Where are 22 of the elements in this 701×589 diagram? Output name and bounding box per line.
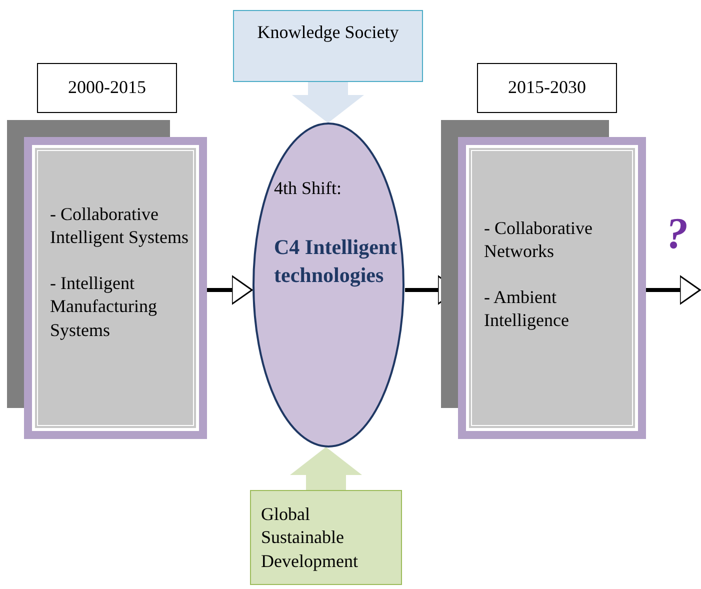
content-panel <box>24 137 207 439</box>
period-box <box>477 63 617 113</box>
node-text: Knowledge Society <box>256 21 400 44</box>
period-box <box>37 63 177 113</box>
node-text: 2000-2015 <box>68 76 146 100</box>
node-text: Global Sustainable Development <box>261 503 359 573</box>
arrow <box>646 275 701 305</box>
block-arrow <box>292 82 364 123</box>
node-text: 4th Shift: <box>274 177 343 200</box>
callout-box <box>233 10 423 82</box>
arrow <box>207 275 253 305</box>
node-text: - Ambient Intelligence <box>484 286 570 332</box>
node-text: - Collaborative Intelligent Systems <box>50 203 189 250</box>
node-text: - Intelligent Manufacturing Systems <box>50 272 158 342</box>
content-panel <box>458 137 646 439</box>
node-text: C4 Intelligent technologies <box>274 234 398 289</box>
question-mark-label: ? <box>666 212 688 256</box>
callout-box <box>250 490 402 585</box>
ellipse-node <box>252 122 405 448</box>
node-text: 2015-2030 <box>508 76 586 100</box>
block-arrow <box>290 447 362 490</box>
node-text: - Collaborative Networks <box>484 217 594 264</box>
